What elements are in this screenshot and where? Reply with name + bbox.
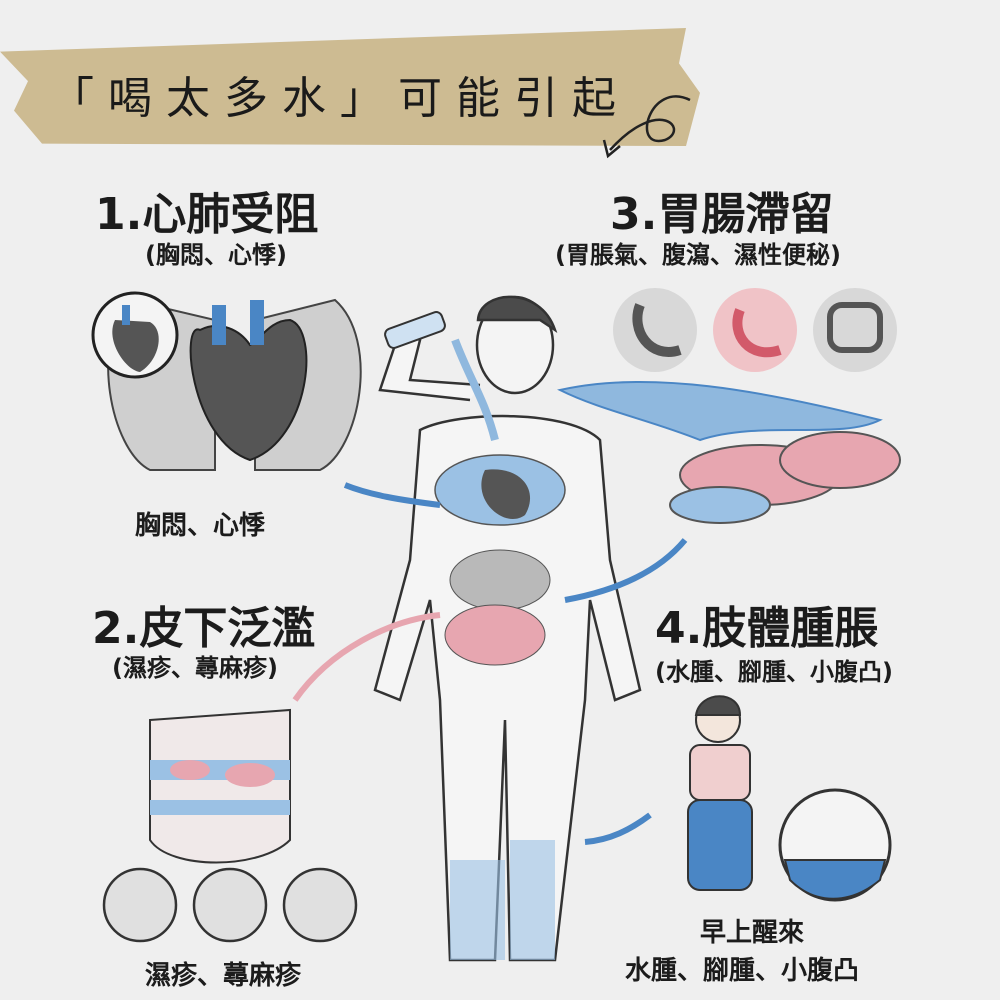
section-2-heading: 2.皮下泛濫 [92, 603, 316, 654]
section-4-heading: 4.肢體腫脹 [655, 603, 879, 654]
section-1-heading: 1.心肺受阻 [95, 189, 319, 240]
skin-condition-icons [102, 867, 358, 943]
heart-lungs-illustration [91, 291, 362, 471]
swollen-boy-illustration [687, 695, 892, 902]
section-3-subtitle: (胃脹氣、腹瀉、濕性便秘) [555, 241, 841, 269]
section-2-subtitle: (濕疹、蕁麻疹) [112, 654, 278, 682]
lower-leg-swelling [450, 840, 555, 960]
section-2-caption: 濕疹、蕁麻疹 [145, 961, 302, 991]
human-body [373, 295, 642, 962]
arrows [292, 482, 688, 845]
section-4-caption-line2: 水腫、腳腫、小腹凸 [625, 956, 860, 986]
title-tape-banner [0, 28, 700, 146]
section-1-subtitle: (胸悶、心悸) [145, 241, 287, 269]
water-wave [557, 380, 883, 442]
water-bottle [384, 311, 446, 349]
curly-arrow-icon [609, 95, 691, 151]
damp-clouds [669, 431, 901, 524]
section-4-caption-line1: 早上醒來 [700, 918, 805, 948]
section-1-caption: 胸悶、心悸 [135, 511, 266, 541]
page-title: 「喝太多水」可能引起 [50, 73, 630, 124]
organs [434, 454, 566, 666]
section-4-subtitle: (水腫、腳腫、小腹凸) [655, 658, 893, 686]
digestive-icons [613, 288, 897, 372]
section-3-heading: 3.胃腸滯留 [610, 189, 834, 240]
skin-cross-section-illustration [149, 708, 291, 864]
